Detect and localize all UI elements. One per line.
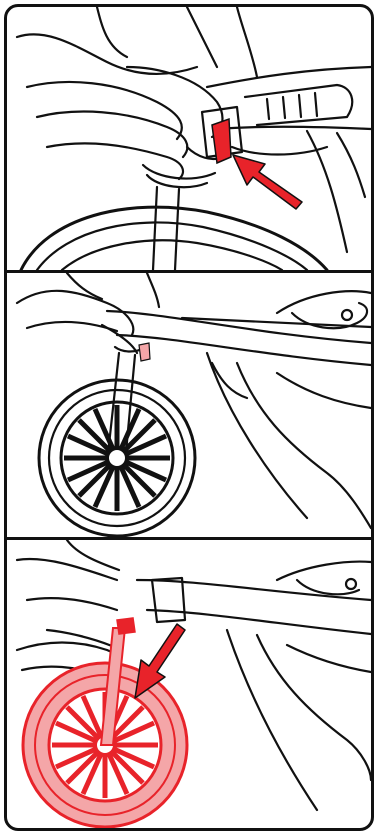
- stroller-front-wheel-attached-illustration: [7, 273, 371, 537]
- red-arrow-icon: [233, 155, 302, 209]
- step-3-panel: [7, 540, 371, 831]
- instruction-illustration-frame: [4, 4, 374, 831]
- step-2-panel: [7, 273, 371, 537]
- stroller-front-wheel-removal-illustration: [7, 540, 371, 831]
- stroller-front-wheel-release-lever-illustration: [7, 7, 371, 270]
- step-1-panel: [7, 7, 371, 270]
